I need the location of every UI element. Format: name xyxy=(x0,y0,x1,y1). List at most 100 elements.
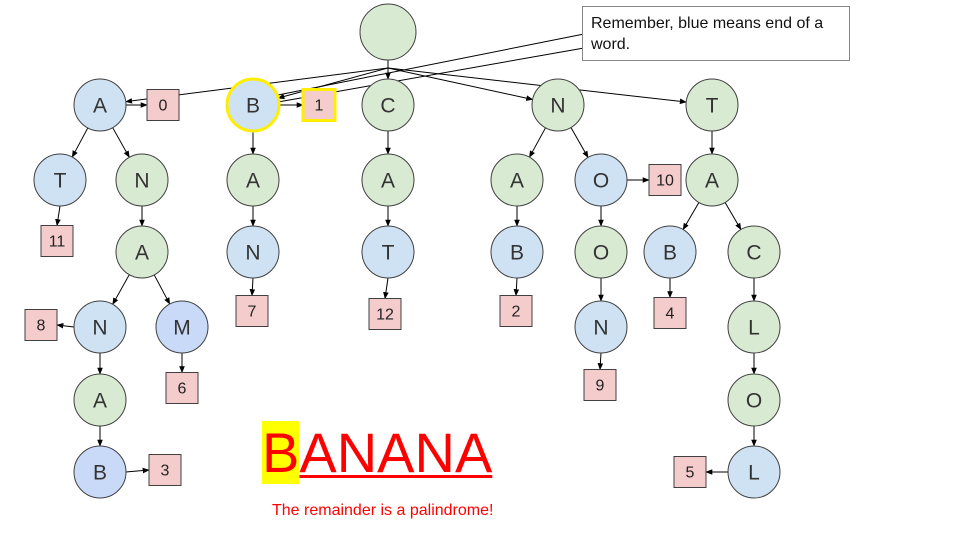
trie-node-anam: M xyxy=(155,300,209,354)
node-letter: N xyxy=(92,317,107,340)
node-letter: A xyxy=(705,170,719,193)
edge-ana-anam xyxy=(153,274,171,305)
index-value: 8 xyxy=(37,318,46,335)
node-letter: T xyxy=(54,170,67,193)
trie-node-tacl: L xyxy=(727,300,781,354)
index-value: 11 xyxy=(49,234,66,251)
trie-node-n: N xyxy=(531,78,585,132)
edge-ta-tab xyxy=(682,202,700,231)
trie-node-ca: A xyxy=(361,153,415,207)
node-letter: N xyxy=(134,170,149,193)
node-letter: B xyxy=(246,95,260,118)
node-letter: C xyxy=(746,242,761,265)
index-value: 6 xyxy=(178,381,187,398)
node-letter: O xyxy=(593,170,609,193)
callout-note: Remember, blue means end of a word. xyxy=(582,6,850,61)
index-box-at: 11 xyxy=(40,225,74,257)
index-arrow xyxy=(513,277,520,297)
index-arrow xyxy=(125,467,150,474)
node-letter: O xyxy=(746,390,762,413)
index-value: 2 xyxy=(512,304,521,321)
index-value: 3 xyxy=(161,463,170,480)
node-letter: B xyxy=(663,242,677,265)
trie-node-ba: A xyxy=(226,153,280,207)
node-letter: B xyxy=(510,242,524,265)
trie-node-t: T xyxy=(685,78,739,132)
trie-node-ana: A xyxy=(115,225,169,279)
node-letter: A xyxy=(381,170,395,193)
root-node xyxy=(359,3,417,61)
banana-word: BANANA xyxy=(262,420,492,486)
index-box-no: 10 xyxy=(648,164,682,196)
node-letter: T xyxy=(382,242,395,265)
index-box-cat: 12 xyxy=(368,298,402,330)
trie-node-taclo: O xyxy=(727,373,781,427)
trie-node-nab: B xyxy=(490,225,544,279)
node-letter: C xyxy=(380,95,395,118)
trie-node-anan: N xyxy=(73,300,127,354)
trie-node-cat: T xyxy=(361,225,415,279)
node-letter: B xyxy=(93,462,107,485)
node-letter: T xyxy=(706,95,719,118)
edge-root-n xyxy=(387,67,534,101)
node-letter: A xyxy=(135,242,149,265)
callout-pointer xyxy=(277,33,585,96)
index-arrow xyxy=(383,277,389,300)
index-arrow xyxy=(56,322,75,329)
index-box-taclol: 5 xyxy=(673,456,707,488)
index-value: 5 xyxy=(686,465,695,482)
node-letter: L xyxy=(748,317,760,340)
index-arrow xyxy=(55,205,61,227)
trie-node-ananab: B xyxy=(73,445,127,499)
edge-ana-anan xyxy=(112,274,130,305)
index-value: 7 xyxy=(248,304,257,321)
index-value: 0 xyxy=(159,98,168,115)
trie-node-c: C xyxy=(361,78,415,132)
trie-node-no: O xyxy=(574,153,628,207)
trie-node-an: N xyxy=(115,153,169,207)
edge-root-b xyxy=(277,67,389,100)
node-letter: M xyxy=(173,317,191,340)
banana-remainder: ANANA xyxy=(299,421,493,484)
node-letter: A xyxy=(93,95,107,118)
edge-n-no xyxy=(570,127,589,159)
trie-node-taclol: L xyxy=(727,445,781,499)
index-box-nab: 2 xyxy=(499,295,533,327)
index-boxes: 0 1 10 3 8 5 11 7 12 2 6 9 4 xyxy=(24,88,707,488)
index-box-anam: 6 xyxy=(165,372,199,404)
index-value: 10 xyxy=(656,173,674,190)
trie-edges xyxy=(55,33,757,475)
edge-ta-tac xyxy=(724,202,742,231)
node-letter: A xyxy=(93,390,107,413)
node-letter: L xyxy=(748,462,760,485)
trie-node-b: B xyxy=(225,77,281,133)
trie-node-tac: C xyxy=(727,225,781,279)
index-value: 4 xyxy=(666,306,675,323)
trie-nodes: A B C N T T N A N M A B A N A T A B O O N A B C L O L xyxy=(33,3,781,499)
index-box-b: 1 xyxy=(301,88,337,122)
banana-first-letter: B xyxy=(262,421,300,484)
index-value: 1 xyxy=(315,98,324,115)
edge-a-at xyxy=(71,127,89,158)
trie-node-at: T xyxy=(33,153,87,207)
index-arrow xyxy=(249,277,256,297)
index-arrow xyxy=(597,352,604,371)
trie-node-a: A xyxy=(73,78,127,132)
trie-node-noo: O xyxy=(574,225,628,279)
index-value: 12 xyxy=(376,307,394,324)
edge-a-an xyxy=(112,127,130,158)
index-value: 9 xyxy=(596,378,605,395)
node-letter: A xyxy=(246,170,260,193)
index-box-noon: 9 xyxy=(583,369,617,401)
index-box-ananab: 3 xyxy=(148,454,182,486)
node-letter: N xyxy=(245,242,260,265)
node-letter: O xyxy=(593,242,609,265)
index-box-ban: 7 xyxy=(235,295,269,327)
node-letter: N xyxy=(593,317,608,340)
trie-node-ta: A xyxy=(685,153,739,207)
palindrome-note: The remainder is a palindrome! xyxy=(272,502,494,519)
trie-node-noon: N xyxy=(574,300,628,354)
trie-node-anana: A xyxy=(73,373,127,427)
node-letter: A xyxy=(510,170,524,193)
